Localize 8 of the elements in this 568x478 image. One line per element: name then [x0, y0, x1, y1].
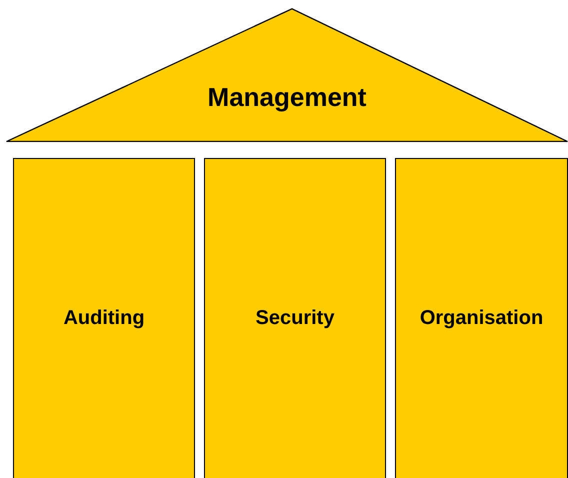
pillar-label: Auditing: [63, 306, 145, 330]
pillar-label: Security: [256, 306, 334, 330]
pillar-label: Organisation: [420, 306, 544, 330]
roof-label: Management: [208, 81, 366, 114]
pillar-box: [395, 158, 568, 478]
roof-triangle: [6, 8, 568, 142]
pillar-box: [13, 158, 195, 478]
pillar-box: [204, 158, 386, 478]
